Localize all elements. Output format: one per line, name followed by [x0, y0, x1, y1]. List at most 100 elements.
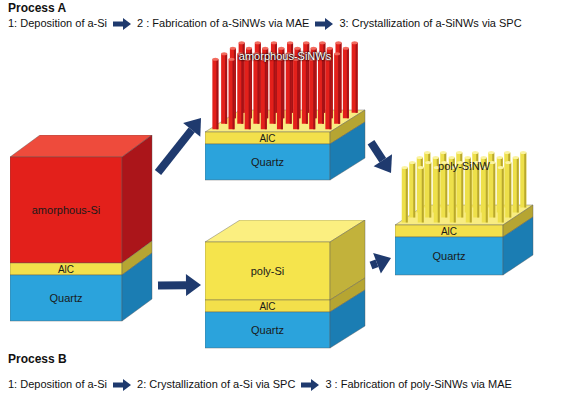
nanowire-shade — [524, 153, 526, 208]
layer-label: amorphous-SiNWs — [239, 50, 331, 63]
block-illustration — [205, 220, 367, 350]
nanowire — [334, 54, 340, 124]
layer-front — [395, 237, 503, 275]
nanowire-shade — [356, 43, 358, 113]
layer-side — [330, 290, 365, 348]
step-arrow-shape — [113, 379, 131, 391]
nanowire — [277, 59, 283, 129]
nanowire-shade — [322, 54, 324, 124]
nanowire — [302, 54, 308, 124]
nanowire-tip — [230, 47, 236, 50]
layer-stack: amorphous-SiAlC Quartz — [10, 135, 154, 323]
nanowire — [402, 168, 408, 223]
nanowire — [482, 168, 488, 223]
layer-label: AlC — [58, 264, 74, 275]
nanowire-shade — [486, 168, 488, 223]
layer-label: amorphous-Si — [32, 204, 100, 217]
nanowire-shade — [413, 163, 415, 218]
step-text: 2: Crystallization of a-Si via SPC — [137, 378, 295, 391]
layer-front — [10, 263, 122, 275]
nanowire-tip — [335, 41, 341, 44]
process-arrow — [158, 118, 201, 173]
step-arrow — [315, 18, 333, 30]
nanowire-tip — [221, 52, 227, 55]
layer-front — [10, 275, 122, 321]
nanowire — [418, 168, 424, 223]
nanowire-shade — [281, 59, 283, 129]
nanowire-shade — [274, 54, 276, 124]
layer-label: poly-Si — [251, 265, 285, 278]
nanowire — [245, 59, 251, 129]
nanowire-tip — [433, 156, 439, 159]
step-arrow-shape — [315, 18, 333, 30]
step-arrow-shape — [301, 379, 319, 391]
nanowire-tip — [481, 156, 487, 159]
nanowire-shade — [216, 59, 218, 129]
nanowire-tip — [311, 47, 317, 50]
nanowire-shade — [265, 59, 267, 129]
nanowire-shade — [502, 168, 504, 223]
nanowire-tip — [212, 58, 218, 61]
nanowire-tip — [504, 151, 510, 154]
nanowire-tip — [334, 52, 340, 55]
nanowire — [253, 54, 259, 124]
nanowire-tip — [239, 41, 245, 44]
layer-label: Quartz — [251, 324, 284, 337]
step-text: 1: Deposition of a-Si — [8, 378, 107, 391]
step-text: 3: Crystallization of a-SiNWs via SPC — [339, 17, 521, 30]
nanowire-tip — [497, 156, 503, 159]
nanowire — [270, 54, 276, 124]
layer-front — [205, 242, 330, 300]
nanowire — [498, 168, 504, 223]
nanowire-shade — [329, 59, 331, 129]
nanowire — [505, 163, 511, 218]
nanowire-tip — [271, 41, 277, 44]
nanowire-tip — [287, 41, 293, 44]
layer-label: AlC — [259, 133, 275, 144]
process-arrow — [371, 142, 392, 173]
nanowire-tip — [440, 151, 446, 154]
nanowire-shade — [249, 59, 251, 129]
nanowire-tip — [505, 161, 511, 164]
nanowire-tip — [343, 47, 349, 50]
nanowire — [237, 54, 243, 124]
nanowire — [466, 168, 472, 223]
nanowire-shade — [406, 168, 408, 223]
nanowire — [409, 163, 415, 218]
nanowire-shade — [313, 59, 315, 129]
layer-label: Quartz — [49, 292, 82, 305]
nanowire-shade — [233, 59, 235, 129]
layer-front — [205, 300, 330, 312]
layer-stack: poly-SiAlCQuartz — [205, 220, 367, 350]
nanowire-tip — [498, 166, 504, 169]
nanowire-shade — [422, 168, 424, 223]
step-arrow — [301, 379, 319, 391]
nanowire — [352, 43, 358, 113]
arrow-head — [373, 253, 391, 274]
nanowire-shade — [290, 54, 292, 124]
nanowire-tip — [294, 47, 300, 50]
nanowire-tip — [456, 151, 462, 154]
nanowire — [520, 153, 526, 208]
layer-label: poly-SiNW — [438, 160, 490, 173]
nanowire-tip — [449, 156, 455, 159]
nanowire-tip — [402, 166, 408, 169]
nanowire-tip — [424, 151, 430, 154]
arrow-head — [183, 118, 201, 137]
nanowire-shade — [454, 168, 456, 223]
step-text: 3 : Fabrication of poly-SiNWs via MAE — [325, 378, 511, 391]
step-arrow — [113, 18, 131, 30]
nanowire-shade — [509, 163, 511, 218]
layer-label: AlC — [441, 226, 457, 237]
layer-front — [205, 132, 330, 144]
nanowire-tip — [229, 58, 235, 61]
process-title: Process B — [8, 353, 67, 366]
nanowire-tip — [417, 156, 423, 159]
nanowire — [221, 54, 227, 124]
nanowire-tip — [352, 41, 358, 44]
nanowire-shade — [241, 54, 243, 124]
nanowire — [261, 59, 267, 129]
nanowire — [450, 168, 456, 223]
layer-stack: AlCQuartzpoly-SiNW — [395, 150, 535, 277]
